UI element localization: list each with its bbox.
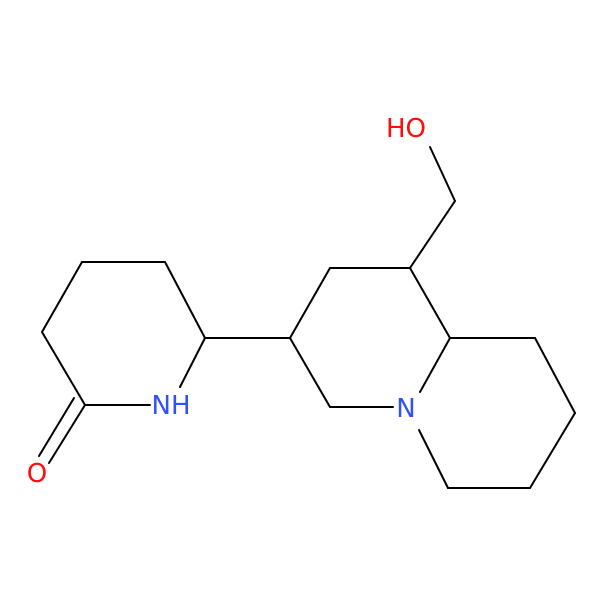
- bond-ho-ch2: [429, 146, 456, 202]
- bridgehead-nitrogen-label: N: [396, 394, 415, 424]
- bond-c8-c7: [529, 412, 576, 489]
- bond-c3-c4: [289, 337, 331, 408]
- ring-nh-label: NH: [152, 391, 191, 421]
- bond-c6-n: [418, 429, 449, 489]
- bond-ch2-c1: [409, 200, 456, 269]
- bond-n-c9a: [419, 337, 451, 393]
- bond-c2prime-o-b: [38, 397, 75, 457]
- bond-c2prime-o-a: [48, 404, 86, 464]
- hydroxyl-label: HO: [386, 114, 426, 144]
- bond-c9a-c1: [409, 267, 451, 339]
- bond-c9-c8: [534, 337, 576, 414]
- bond-c6prime-nh: [179, 337, 206, 388]
- bond-c2prime-c3prime: [41, 331, 86, 406]
- bond-c5prime-c6prime: [164, 261, 206, 339]
- carbonyl-oxygen-label: O: [27, 459, 47, 489]
- bond-c2-c3: [289, 267, 331, 339]
- bond-c3prime-c4prime: [41, 261, 83, 333]
